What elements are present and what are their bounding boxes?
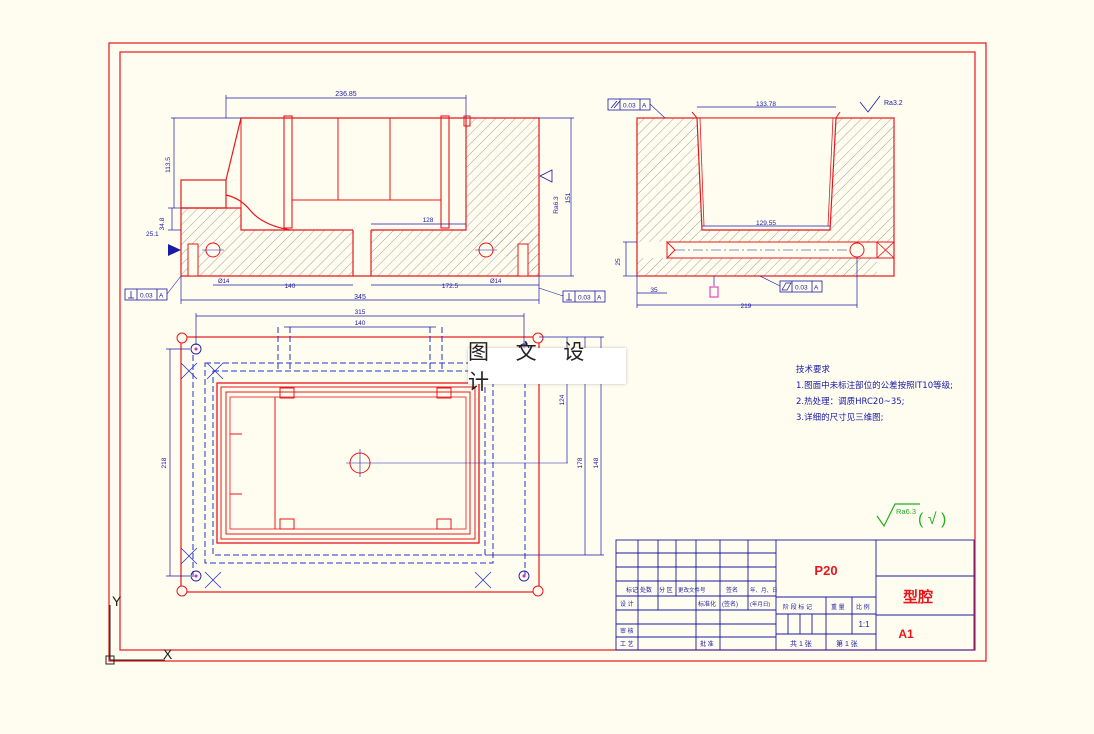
dim-129: 129.55	[756, 220, 776, 227]
dim-315: 315	[355, 309, 366, 316]
title-block-text: P20 型腔 A1 1:1 标记 处数 分 区 更改文件号 签名 年、月、日 设…	[620, 563, 933, 648]
tech-requirements: 技术要求 1.图面中未标注部位的公差按照IT10等级; 2.热处理：调质HRC2…	[796, 362, 953, 426]
svg-text:0.03: 0.03	[795, 285, 808, 292]
svg-text:( √ ): ( √ )	[918, 511, 946, 528]
svg-text:标准化: 标准化	[698, 600, 716, 608]
sheet-size: A1	[898, 627, 914, 641]
front-section-view: 236.85 113.5 34.8 25.1 128 140 172.5 345…	[124, 91, 606, 304]
svg-text:审 核: 审 核	[620, 627, 634, 635]
svg-text:工 艺: 工 艺	[620, 640, 634, 648]
dim-side-25: 25	[615, 258, 622, 266]
tech-item: 3.详细的尺寸见三维图;	[796, 413, 884, 423]
tolerance-frame-flatness: 0.03 A	[759, 275, 823, 293]
svg-text:0.03: 0.03	[140, 293, 153, 300]
svg-text:(签名): (签名)	[722, 600, 738, 608]
svg-text:0.03: 0.03	[578, 295, 591, 302]
dim-1725: 172.5	[442, 283, 459, 290]
svg-text:阶 段 标 记: 阶 段 标 记	[783, 603, 812, 611]
tech-item: 1.图面中未标注部位的公差按照IT10等级;	[796, 381, 953, 391]
axis-y-label: Y	[112, 593, 122, 609]
axis-x-label: X	[163, 646, 173, 662]
plan-view: 315 140 218 124 178 148	[161, 309, 604, 597]
side-section-view: 133.78 129.55 Ra3.2 25 35 219 0.03 A 0.0…	[607, 95, 903, 310]
dim-151: 151	[565, 192, 572, 203]
ucs-axes-icon: Y X	[105, 593, 173, 665]
svg-text:0.03: 0.03	[623, 103, 636, 110]
svg-text:标记: 标记	[626, 586, 638, 594]
svg-text:Ra6.3: Ra6.3	[896, 507, 916, 516]
dim-128: 128	[423, 217, 434, 224]
scale: 1:1	[858, 620, 870, 629]
tech-title: 技术要求	[796, 365, 831, 375]
tolerance-frame-left: 0.03 A	[124, 275, 182, 301]
part-name: 型腔	[903, 588, 933, 606]
svg-text:更改文件号: 更改文件号	[678, 586, 706, 594]
material: P20	[814, 563, 837, 578]
dim-345: 345	[354, 294, 366, 301]
dim-133: 133.78	[756, 101, 776, 108]
dim-140: 140	[285, 283, 296, 290]
watermark: 图 文 设 计	[468, 340, 626, 394]
hole-label-right: Ø14	[490, 279, 502, 285]
dim-178: 178	[577, 457, 584, 468]
title-block	[615, 539, 975, 651]
svg-text:A: A	[159, 293, 164, 300]
roughness-front: Ra6.3	[553, 196, 560, 214]
dim-124: 124	[559, 394, 566, 405]
svg-text:第 1 张: 第 1 张	[836, 639, 858, 648]
hole-label-left: Ø14	[218, 279, 230, 285]
svg-text:签名: 签名	[726, 586, 738, 594]
svg-text:批 准: 批 准	[700, 640, 714, 648]
svg-text:A: A	[597, 295, 602, 302]
dim-side-219: 219	[741, 303, 752, 310]
dim-side-35: 35	[650, 287, 658, 294]
svg-text:重 量: 重 量	[831, 603, 845, 611]
svg-text:年、月、日: 年、月、日	[750, 586, 778, 594]
outer-frame	[108, 42, 987, 662]
inner-frame	[119, 51, 976, 651]
tech-item: 2.热处理：调质HRC20~35;	[796, 397, 905, 407]
svg-text:A: A	[814, 285, 819, 292]
roughness-side: Ra3.2	[884, 100, 903, 107]
dim-348: 34.8	[159, 217, 166, 230]
dim-25: 25.1	[146, 231, 159, 238]
dim-236: 236.85	[335, 91, 357, 98]
dim-113: 113.5	[165, 157, 172, 173]
dim-plan-140: 140	[355, 320, 366, 327]
svg-text:分 区: 分 区	[659, 586, 673, 594]
dim-148: 148	[593, 457, 600, 468]
svg-text:比 例: 比 例	[856, 603, 870, 611]
dim-218: 218	[161, 457, 168, 468]
svg-text:A: A	[642, 103, 647, 110]
svg-text:处数: 处数	[640, 586, 652, 594]
svg-text:共 1 张: 共 1 张	[790, 639, 812, 648]
svg-text:(年月日): (年月日)	[750, 600, 770, 608]
tolerance-frame-side: 0.03 A	[607, 98, 666, 119]
svg-text:设 计: 设 计	[620, 600, 634, 608]
surface-finish-mark: Ra6.3 ( √ )	[876, 503, 946, 528]
tolerance-frame-right: 0.03 A	[538, 287, 606, 303]
